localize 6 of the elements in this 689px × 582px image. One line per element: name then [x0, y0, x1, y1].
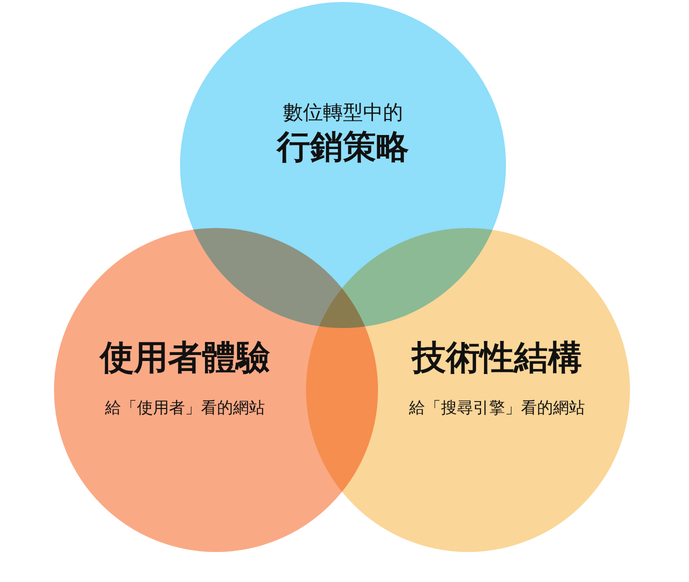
circle-subtitle: 給「使用者」看的網站	[104, 398, 266, 418]
circle-subtitle: 數位轉型中的	[282, 100, 404, 124]
circle-heading: 使用者體驗	[98, 338, 271, 378]
circle-subtitle: 給「搜尋引擎」看的網站	[408, 398, 586, 418]
circle-heading: 技術性結構	[410, 338, 583, 378]
circle-heading: 行銷策略	[275, 127, 410, 167]
